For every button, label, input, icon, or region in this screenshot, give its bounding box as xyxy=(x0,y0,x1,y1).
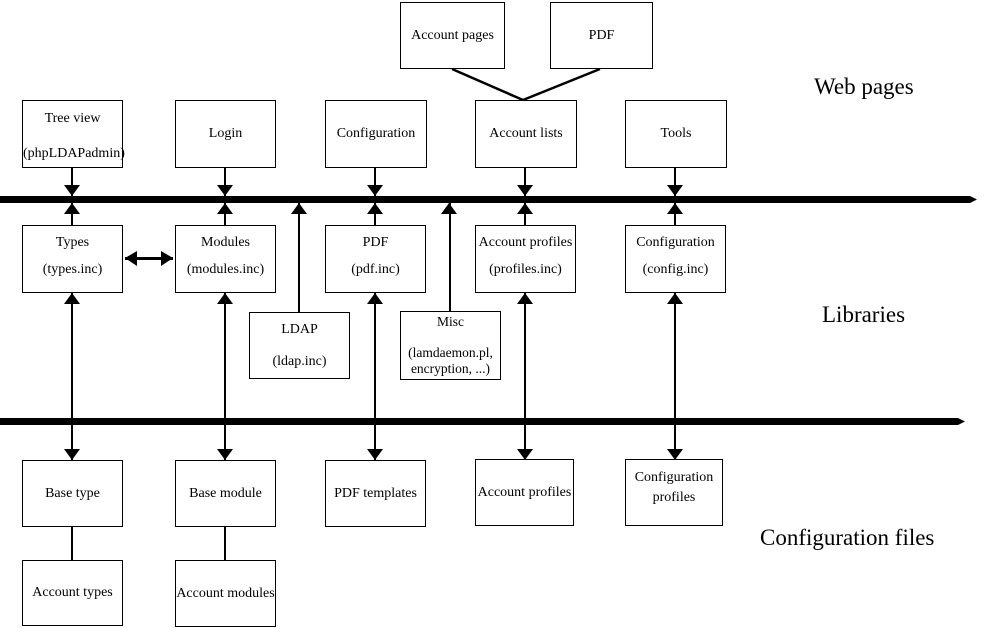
box-sublabel: (profiles.inc) xyxy=(489,262,562,277)
arrow-accountlists-to-bus xyxy=(524,168,526,196)
box-misc-lib: Misc (lamdaemon.pl, encryption, ...) xyxy=(400,311,501,380)
box-label: Tree view xyxy=(44,111,101,126)
box-label: Configuration xyxy=(634,470,714,485)
arrow-pdflib-pdftemplates xyxy=(374,293,376,460)
arrowhead-accprofiles-up xyxy=(517,203,533,214)
box-label: LDAP xyxy=(281,322,318,337)
bus-line-web-libraries xyxy=(0,196,977,203)
bus-line-libraries-config xyxy=(0,418,965,425)
arrow-tools-to-bus xyxy=(674,168,676,196)
arrow-configpage-to-bus xyxy=(374,168,376,196)
box-label: Account modules xyxy=(176,585,275,601)
line-pdf-to-account-lists xyxy=(522,67,601,102)
box-label: Modules xyxy=(201,235,250,250)
box-base-module: Base module xyxy=(175,460,276,527)
box-label: Account lists xyxy=(489,126,563,141)
box-label: Base type xyxy=(45,485,100,501)
arrowhead-treeview-down xyxy=(64,185,80,196)
box-pdf-lib: PDF (pdf.inc) xyxy=(325,225,426,293)
box-sublabel: (lamdaemon.pl, xyxy=(408,345,493,360)
box-tree-view: Tree view (phpLDAPadmin) xyxy=(22,100,125,168)
arrow-types-modules-shaft xyxy=(125,257,173,260)
arrowhead-into-accprofiles-cfg xyxy=(517,449,533,460)
box-sublabel: (ldap.inc) xyxy=(272,354,327,369)
box-types-lib: Types (types.inc) xyxy=(22,225,123,293)
arrowhead-types-up xyxy=(64,203,80,214)
box-label: PDF xyxy=(588,27,615,43)
box-label: PDF templates xyxy=(334,485,417,501)
box-sublabel2: encryption, ...) xyxy=(410,361,491,376)
box-label: Misc xyxy=(437,314,464,329)
box-base-type: Base type xyxy=(22,460,123,527)
arrowhead-types-modules-left xyxy=(125,251,137,266)
box-account-pages: Account pages xyxy=(400,2,505,69)
box-configuration-lib: Configuration (config.inc) xyxy=(625,225,726,293)
box-label: Configuration xyxy=(336,126,416,141)
box-label: Account pages xyxy=(411,27,494,43)
box-label: Account profiles xyxy=(477,484,572,500)
box-account-profiles-cfg: Account profiles xyxy=(475,459,574,526)
section-label-libraries: Libraries xyxy=(822,302,906,327)
box-sublabel: (modules.inc) xyxy=(186,262,265,277)
box-sublabel: (pdf.inc) xyxy=(351,262,400,277)
box-modules-lib: Modules (modules.inc) xyxy=(175,225,276,293)
box-label: Account profiles xyxy=(478,235,573,250)
box-label: Configuration xyxy=(636,235,715,250)
arrow-treeview-to-bus xyxy=(71,168,73,196)
arrow-configlib-profiles xyxy=(674,293,676,460)
box-tools: Tools xyxy=(625,100,727,168)
section-label-config-files: Configuration files xyxy=(760,525,935,550)
box-account-profiles-lib: Account profiles (profiles.inc) xyxy=(475,225,576,293)
box-sublabel: (config.inc) xyxy=(642,262,709,277)
arrowhead-types-modules-right xyxy=(161,251,173,266)
box-configuration-profiles: Configuration profiles xyxy=(625,459,723,526)
arrow-accprofiles-cfg xyxy=(524,293,526,460)
box-sublabel: (phpLDAPadmin) xyxy=(23,146,125,161)
arrowhead-accountlists-down xyxy=(517,185,533,196)
arrowhead-into-types xyxy=(64,293,80,304)
box-sublabel: (types.inc) xyxy=(42,262,103,277)
arrowhead-into-accprofiles-lib xyxy=(517,293,533,304)
arrowhead-into-basetype xyxy=(64,449,80,460)
box-label: Types xyxy=(55,235,90,250)
arrow-login-to-bus xyxy=(224,168,226,196)
arrowhead-into-configprofiles xyxy=(667,449,683,460)
arrow-misc-to-bus xyxy=(449,203,451,311)
arrowhead-into-modules xyxy=(217,293,233,304)
line-basetype-accounttypes xyxy=(71,527,73,560)
arrowhead-ldap-up xyxy=(291,203,307,214)
box-sublabel: profiles xyxy=(652,490,696,505)
box-account-lists: Account lists xyxy=(475,100,577,168)
box-account-types: Account types xyxy=(22,560,123,626)
line-basemodule-accountmodules xyxy=(224,527,226,560)
arrowhead-into-basemodule xyxy=(217,449,233,460)
arrowhead-into-configlib xyxy=(667,293,683,304)
box-account-modules: Account modules xyxy=(175,560,276,627)
arrowhead-modules-up xyxy=(217,203,233,214)
box-label: Login xyxy=(208,126,243,141)
arrowhead-pdflib-up xyxy=(367,203,383,214)
arrowhead-configlib-up xyxy=(667,203,683,214)
box-ldap-lib: LDAP (ldap.inc) xyxy=(249,312,350,379)
box-pdf-top: PDF xyxy=(550,2,653,69)
box-login: Login xyxy=(175,100,276,168)
arrowhead-into-pdftemplates xyxy=(367,449,383,460)
box-label: PDF xyxy=(362,235,389,250)
box-label: Base module xyxy=(189,485,262,501)
arrow-ldap-to-bus xyxy=(298,203,300,312)
box-label: Account types xyxy=(32,585,113,600)
arrow-modules-basemodule xyxy=(224,293,226,460)
box-label: Tools xyxy=(660,126,692,141)
arrowhead-misc-up xyxy=(441,203,457,214)
box-configuration-page: Configuration xyxy=(325,100,427,168)
arrow-types-basetype xyxy=(71,293,73,460)
arrowhead-login-down xyxy=(217,185,233,196)
arrowhead-configpage-down xyxy=(367,185,383,196)
box-pdf-templates: PDF templates xyxy=(325,460,426,527)
arrowhead-tools-down xyxy=(667,185,683,196)
line-account-pages-to-account-lists xyxy=(451,67,524,102)
arrowhead-into-pdflib xyxy=(367,293,383,304)
section-label-web-pages: Web pages xyxy=(814,74,914,99)
